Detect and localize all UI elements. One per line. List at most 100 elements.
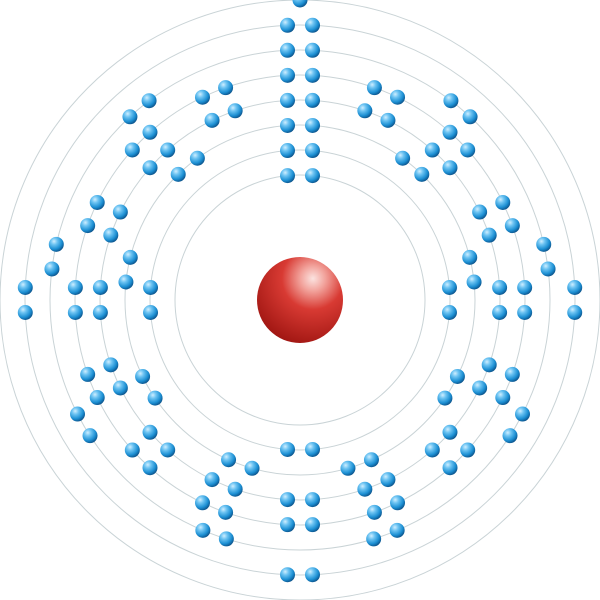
nucleus [257, 257, 343, 343]
electron-shell-5 [517, 280, 533, 295]
electron-shell-6 [514, 406, 530, 422]
electron-shell-5 [390, 89, 406, 105]
electron-shell-7 [17, 280, 33, 295]
electron-shell-4 [112, 380, 128, 396]
electron-shell-6 [218, 531, 234, 547]
electron-shell-5 [80, 366, 96, 382]
electron-shell-3 [170, 166, 186, 182]
electron-shell-7 [567, 280, 583, 295]
electron-shell-7 [280, 17, 295, 33]
electron-shell-4 [357, 481, 373, 497]
shell-7 [24, 24, 576, 576]
electron-shell-4 [227, 103, 243, 119]
electron-shell-6 [44, 261, 60, 277]
electron-shell-6 [195, 522, 211, 538]
electron-shell-4 [160, 142, 176, 158]
electron-shell-5 [142, 460, 158, 476]
electron-shell-4 [472, 204, 488, 220]
electron-shell-8 [292, 0, 308, 8]
electron-shell-3 [189, 150, 205, 166]
electron-shell-2 [305, 143, 320, 159]
electron-shell-4 [280, 492, 295, 508]
electron-shell-5 [517, 305, 533, 320]
electron-shell-5 [442, 460, 458, 476]
electron-shell-4 [142, 160, 158, 176]
electron-shell-6 [540, 261, 556, 277]
electron-shell-4 [280, 92, 295, 108]
electron-shell-6 [82, 428, 98, 444]
electron-shell-6 [305, 42, 320, 58]
electron-shell-3 [395, 150, 411, 166]
electron-shell-4 [305, 92, 320, 108]
electron-shell-6 [280, 42, 295, 58]
electron-shell-5 [89, 390, 105, 406]
electron-shell-4 [357, 103, 373, 119]
electron-shell-5 [366, 80, 382, 96]
electron-shell-7 [305, 17, 320, 33]
electron-shell-2 [143, 305, 159, 320]
electron-shell-3 [122, 249, 138, 265]
electron-shell-6 [443, 93, 459, 109]
shell-1 [174, 174, 426, 426]
electron-shell-4 [472, 380, 488, 396]
electron-shell-5 [89, 194, 105, 210]
shell-3 [124, 124, 476, 476]
electron-shell-4 [481, 357, 497, 373]
electron-shell-6 [70, 406, 86, 422]
electron-shell-4 [103, 357, 119, 373]
electron-shell-3 [118, 274, 134, 290]
shell-4 [99, 99, 501, 501]
electron-shell-6 [389, 522, 405, 538]
electron-shell-4 [492, 305, 508, 320]
electron-shell-5 [442, 124, 458, 140]
electron-shell-3 [449, 368, 465, 384]
electron-shell-4 [92, 280, 108, 295]
electron-shell-5 [495, 390, 511, 406]
electron-shell-4 [160, 442, 176, 458]
electron-shell-5 [280, 67, 295, 83]
electron-shell-6 [366, 531, 382, 547]
electron-shell-6 [141, 93, 157, 109]
electron-shell-5 [142, 124, 158, 140]
electron-shell-4 [380, 472, 396, 488]
electron-shell-5 [504, 218, 520, 234]
electron-shell-3 [305, 117, 320, 133]
electron-shell-1 [280, 168, 295, 184]
electron-shell-5 [218, 80, 234, 96]
electron-shell-5 [218, 504, 234, 520]
electron-shell-5 [504, 366, 520, 382]
electron-shell-2 [441, 305, 457, 320]
shell-5 [74, 74, 526, 526]
electron-shell-2 [441, 280, 457, 295]
electron-shell-4 [92, 305, 108, 320]
shell-2 [149, 149, 451, 451]
electron-shell-3 [340, 460, 356, 476]
electron-shell-5 [495, 194, 511, 210]
electron-shell-3 [462, 249, 478, 265]
electron-shell-4 [305, 492, 320, 508]
electron-shell-5 [280, 517, 295, 533]
electron-shell-6 [462, 109, 478, 125]
electron-shell-4 [227, 481, 243, 497]
electron-shell-3 [414, 166, 430, 182]
electron-shell-1 [305, 168, 320, 184]
electron-shell-4 [424, 442, 440, 458]
electron-shell-3 [280, 117, 295, 133]
electron-shell-4 [112, 204, 128, 220]
electron-shell-2 [143, 280, 159, 295]
electron-shell-4 [204, 112, 220, 128]
electron-shell-2 [280, 441, 295, 457]
electron-shell-7 [305, 567, 320, 583]
electron-shell-4 [204, 472, 220, 488]
electron-shell-4 [380, 112, 396, 128]
shell-6 [49, 49, 551, 551]
electron-shell-5 [305, 517, 320, 533]
electron-shell-4 [492, 280, 508, 295]
electron-shell-4 [481, 227, 497, 243]
electron-shell-3 [147, 390, 163, 406]
electron-shell-6 [536, 236, 552, 252]
electron-shell-7 [280, 567, 295, 583]
